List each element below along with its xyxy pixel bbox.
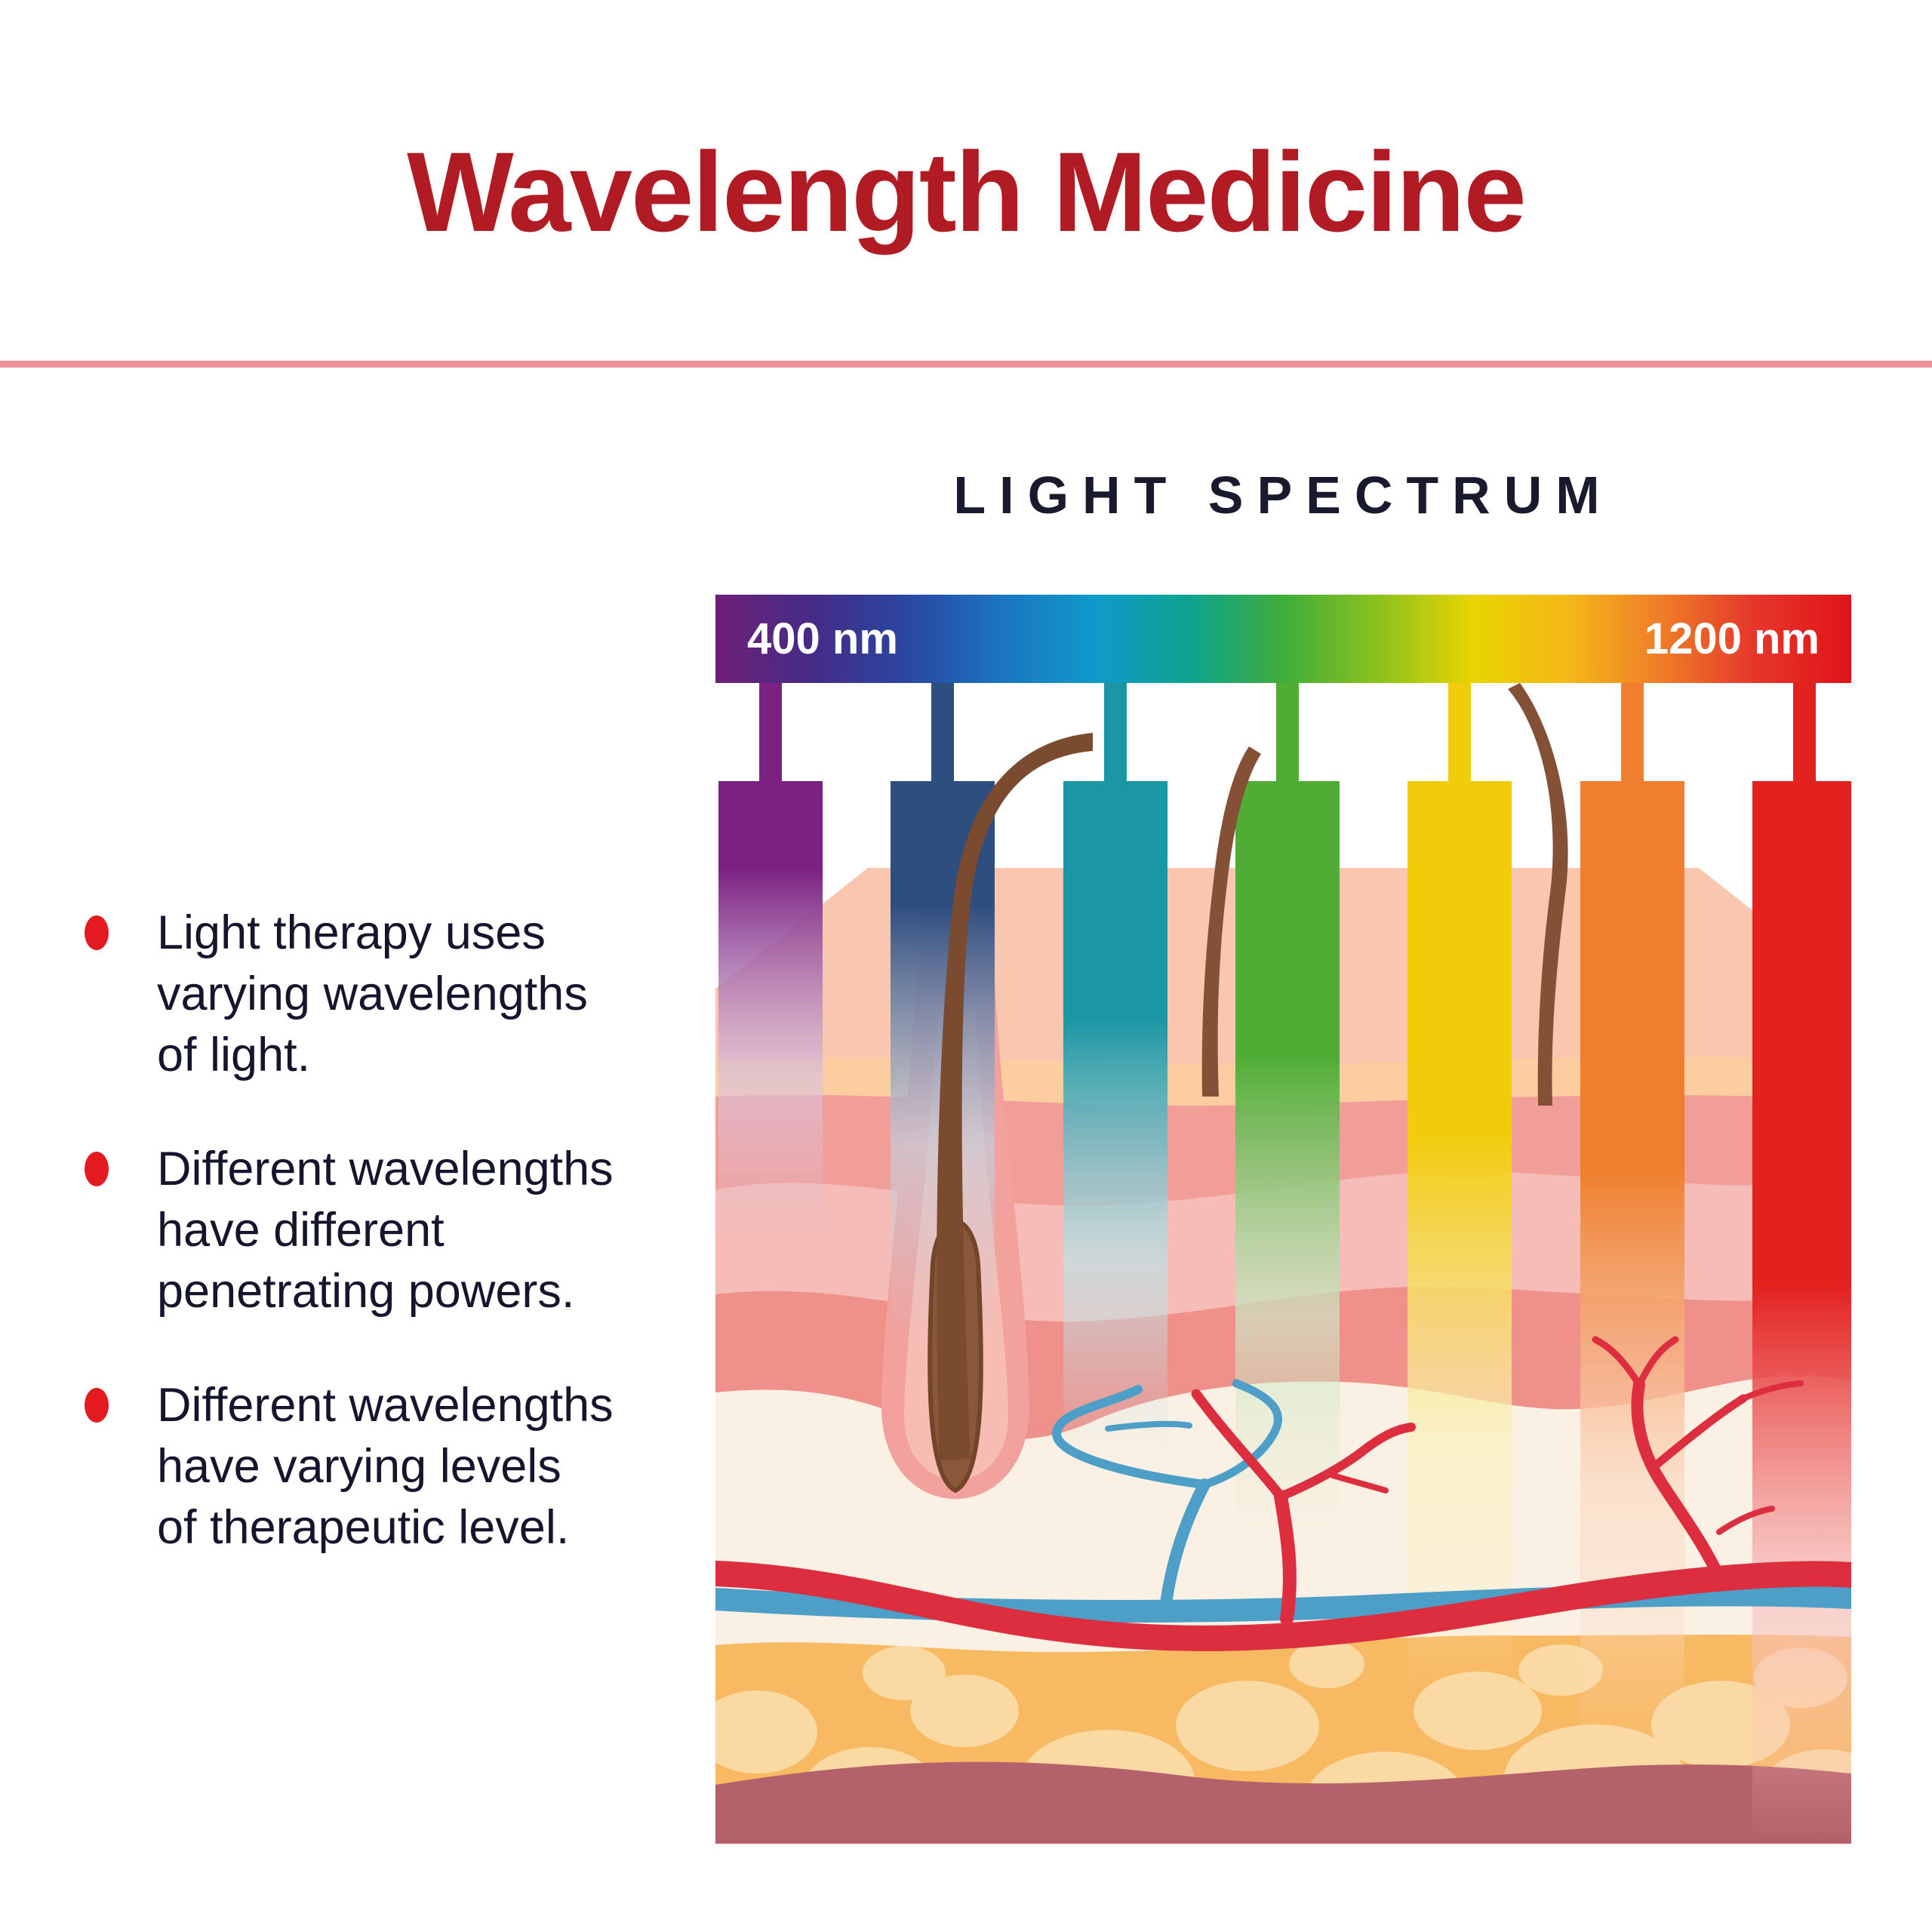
bullet-line: Different wavelengths [157,1379,614,1432]
stem-yellow [1448,683,1471,783]
bullet-item: Different wavelengths have varying level… [85,1375,658,1558]
divider-line [0,361,1932,368]
figure-heading: LIGHT SPECTRUM [953,466,1614,525]
light-bar-red [1752,781,1851,1841]
bullet-item: Light therapy uses varying wavelengths o… [85,903,658,1086]
page-title: Wavelength Medicine [407,128,1527,255]
bullet-line: Different wavelengths [157,1143,614,1195]
bullet-line: Light therapy uses [157,906,546,959]
bullet-dot-icon [85,1152,109,1186]
bullet-line: varying wavelengths [157,968,588,1020]
light-bar-orange [1580,781,1684,1755]
spectrum-max-label: 1200 nm [1644,614,1820,663]
stem-orange [1621,683,1644,783]
spectrum-bar: 400 nm 1200 nm [715,595,1851,683]
hair-shaft-large [937,733,1093,1460]
bullet-line: have varying levels [157,1440,561,1493]
bullet-text: Light therapy uses varying wavelengths o… [157,903,588,1086]
bullet-dot-icon [85,1388,109,1423]
light-bar-violet [718,781,823,1245]
hair-shaft-middle [1201,746,1261,1097]
stem-green [1276,683,1299,783]
bullet-line: penetrating powers. [157,1265,575,1318]
skin-cross-section [715,683,1851,1844]
bullet-list: Light therapy uses varying wavelengths o… [85,903,658,1611]
light-spectrum-figure: LIGHT SPECTRUM 400 nm 1200 nm [715,468,1851,1844]
light-bar-green [1235,781,1340,1528]
bullet-item: Different wavelengths have different pen… [85,1139,658,1322]
bullet-line: have different [157,1204,445,1257]
light-bar-teal [1063,781,1168,1460]
bullet-dot-icon [85,915,109,950]
bullet-text: Different wavelengths have varying level… [157,1375,614,1558]
stem-violet [759,683,782,783]
muscle-layer [715,1761,1851,1844]
light-bar-yellow [1407,781,1512,1687]
artery [715,1336,1851,1651]
bullet-line: of light. [157,1029,311,1081]
spectrum-min-label: 400 nm [747,614,898,663]
stem-red [1793,683,1816,783]
bullet-line: of therapeutic level. [157,1501,570,1554]
hair-shaft-right [1508,683,1568,1106]
stem-blue [931,683,954,783]
bullet-text: Different wavelengths have different pen… [157,1139,614,1322]
stem-teal [1104,683,1127,783]
skin-details [715,683,1851,1651]
